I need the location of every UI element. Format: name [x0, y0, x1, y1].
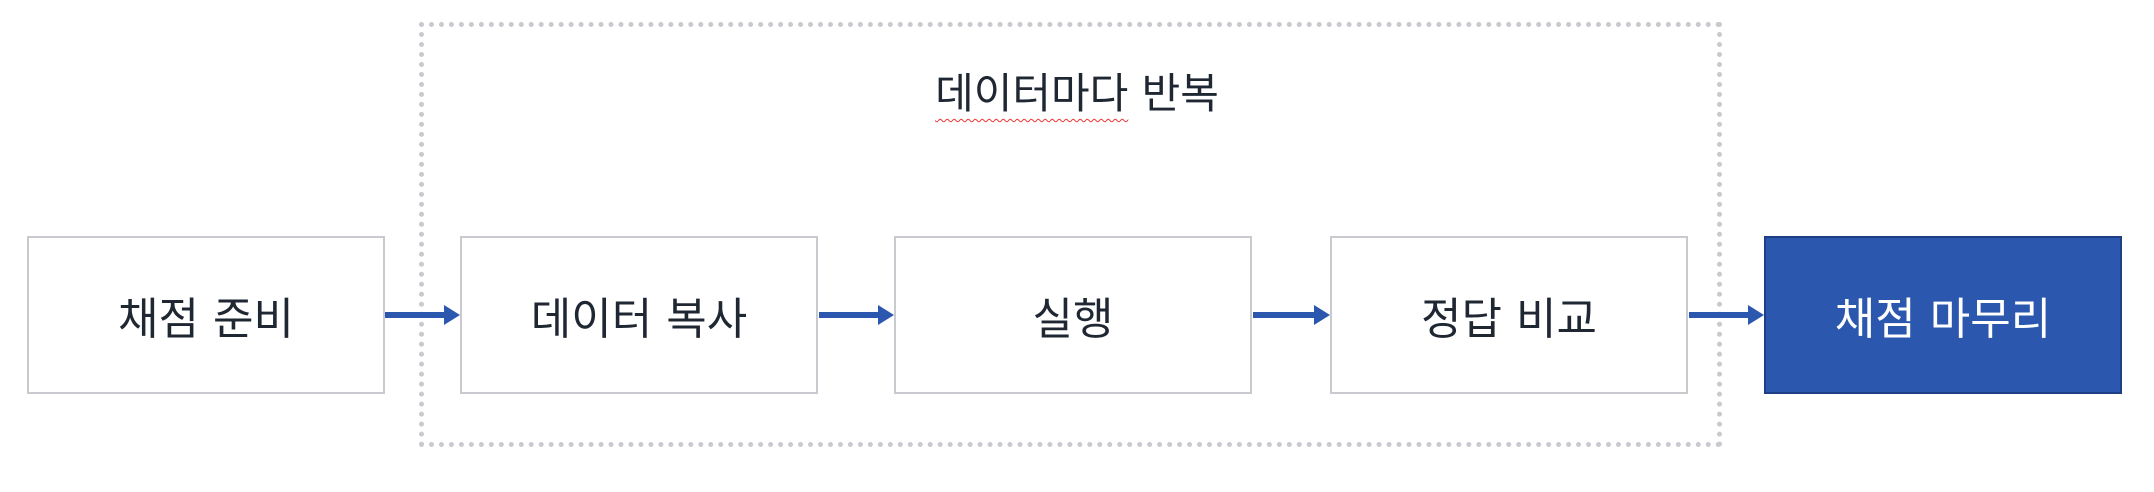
arrow-1 [385, 305, 460, 325]
repeat-loop-region [419, 22, 1722, 447]
arrow-3 [1253, 305, 1330, 325]
arrow-2 [819, 305, 894, 325]
step-compare-answer: 정답 비교 [1330, 236, 1688, 394]
loop-title-misspelled: 데이터마다 [935, 69, 1129, 118]
arrow-4 [1689, 305, 1764, 325]
loop-title: 데이터마다 반복 [0, 60, 2154, 121]
step-copy-data: 데이터 복사 [460, 236, 818, 394]
step-prepare-grading: 채점 준비 [27, 236, 385, 394]
step-execute: 실행 [894, 236, 1252, 394]
loop-title-rest: 반복 [1141, 69, 1219, 118]
step-finish-grading: 채점 마무리 [1764, 236, 2122, 394]
